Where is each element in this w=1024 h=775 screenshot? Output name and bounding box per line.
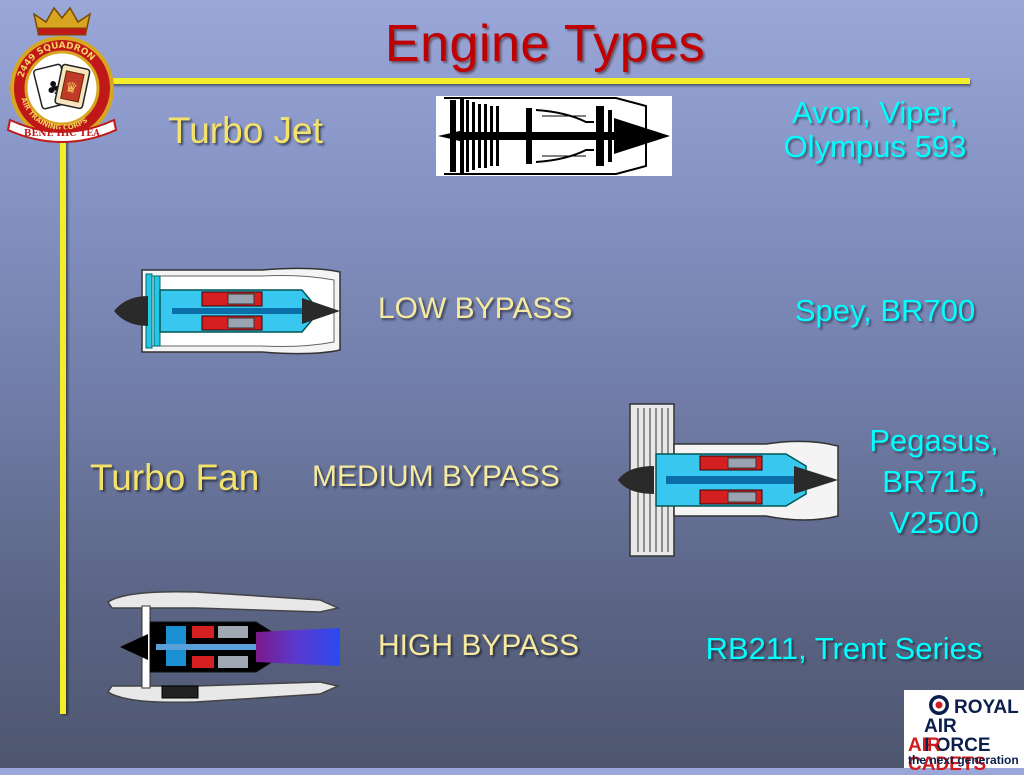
medium-bypass-example-2: BR715, — [882, 464, 986, 499]
medium-bypass-examples: Pegasus, BR715, V2500 — [848, 420, 1020, 543]
raf-line-royal: ROYAL — [954, 697, 1019, 718]
high-bypass-label: HIGH BYPASS — [378, 629, 580, 662]
low-bypass-engine-icon — [112, 266, 344, 356]
high-bypass-example-1: RB211, Trent Series — [705, 631, 983, 666]
low-bypass-example-1: Spey, BR700 — [794, 293, 976, 328]
low-bypass-examples: Spey, BR700 — [760, 294, 1010, 328]
raf-tagline: the next generation — [908, 753, 1019, 767]
medium-bypass-label: MEDIUM BYPASS — [312, 460, 560, 493]
high-bypass-engine-icon — [106, 588, 342, 706]
svg-text:♛: ♛ — [63, 79, 79, 97]
vertical-guide-line — [60, 78, 66, 714]
turbo-jet-example-1: Avon, Viper, — [791, 95, 959, 130]
medium-bypass-engine-icon — [616, 403, 840, 557]
turbo-fan-label: Turbo Fan — [90, 457, 260, 498]
turbo-jet-label: Turbo Jet — [168, 110, 323, 151]
turbo-jet-example-2: Olympus 593 — [783, 129, 967, 164]
high-bypass-examples: RB211, Trent Series — [684, 632, 1004, 666]
raf-line-air-force: AIR FORCE — [924, 716, 991, 756]
horizontal-guide-line — [60, 78, 970, 84]
medium-bypass-example-1: Pegasus, — [869, 423, 999, 458]
turbo-jet-examples: Avon, Viper, Olympus 593 — [760, 96, 990, 164]
low-bypass-label: LOW BYPASS — [378, 292, 573, 325]
raf-roundel-icon — [928, 694, 950, 716]
crest-motto: BENE HIC TEA — [24, 129, 101, 139]
squadron-crest-icon: ♣ ♛ 2449 SQUADRON AIR TRAINING CORPS BEN… — [4, 2, 120, 143]
medium-bypass-example-3: V2500 — [889, 505, 979, 540]
raf-air-cadets-logo: ROYAL AIR FORCE AIR CADETS the next gene… — [904, 690, 1024, 774]
turbojet-diagram-icon — [436, 96, 672, 176]
slide-title: Engine Types — [384, 15, 706, 73]
